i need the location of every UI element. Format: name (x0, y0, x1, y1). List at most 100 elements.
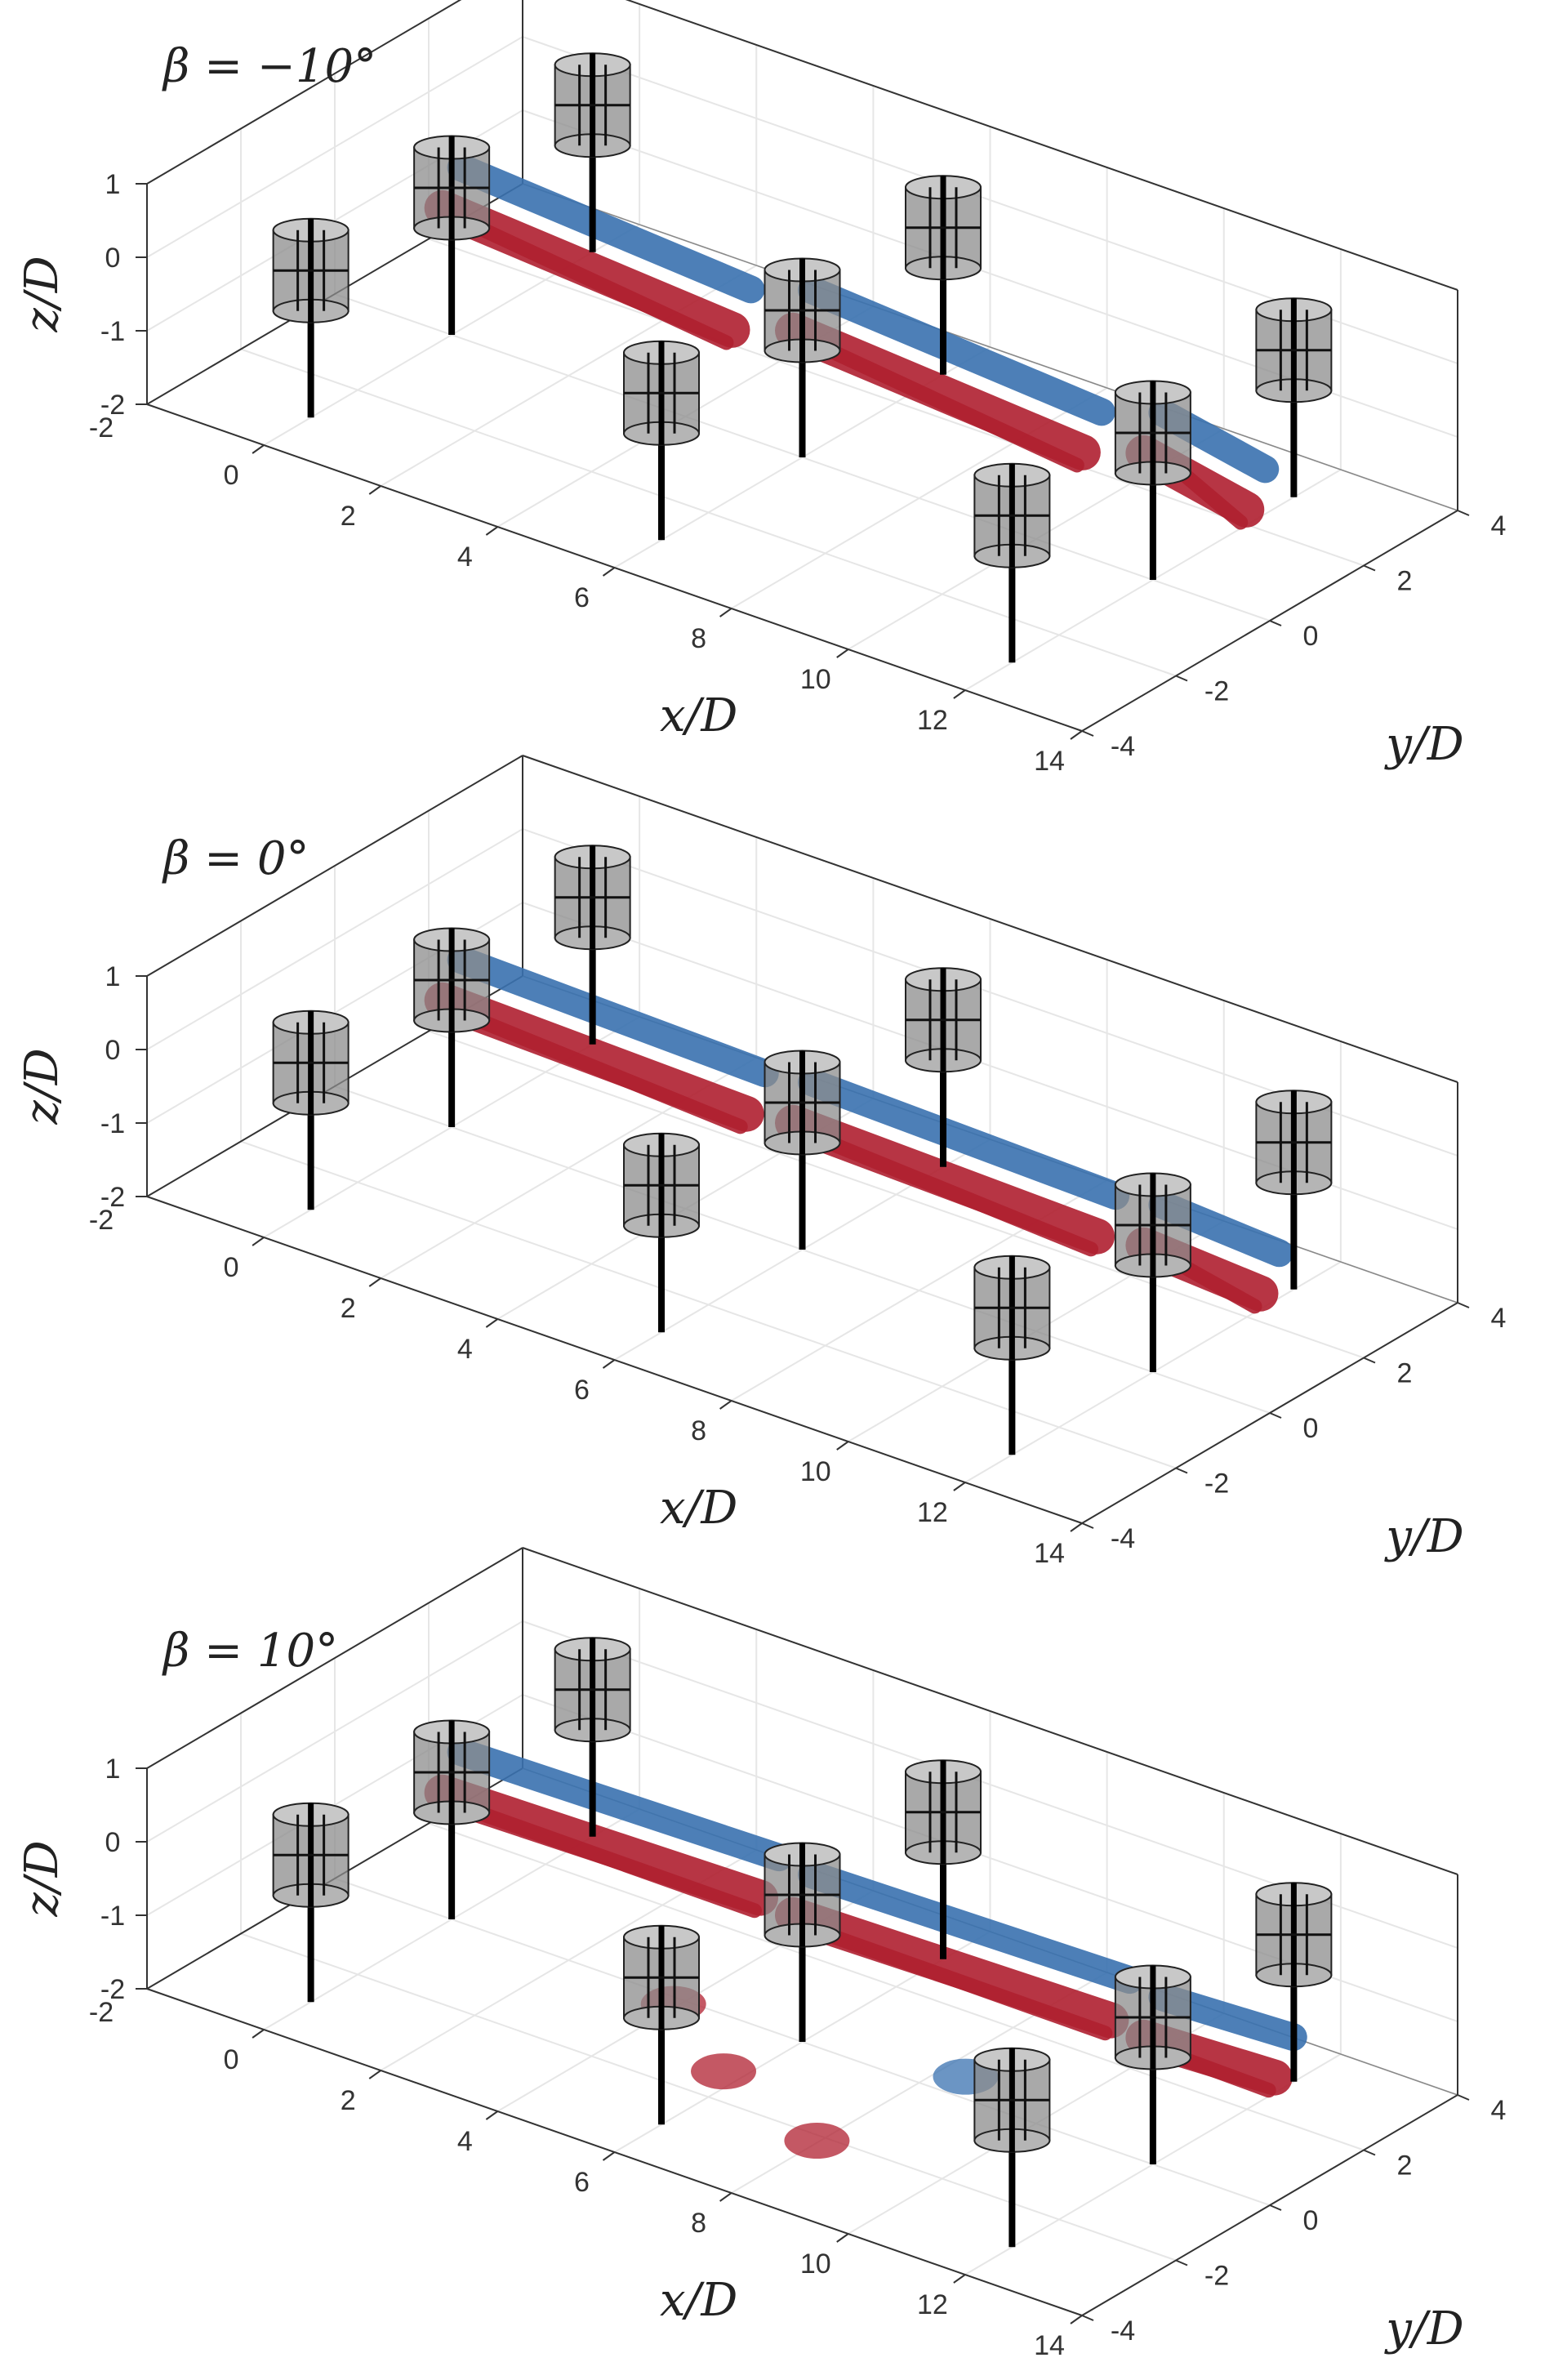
y-tick-label: 0 (1303, 621, 1319, 652)
x-tick-label: 0 (224, 1252, 239, 1283)
vortex-negative (447, 946, 779, 1088)
vortex-positive (1177, 467, 1249, 530)
axis-edge (522, 755, 1458, 1083)
grid-line (146, 1620, 523, 1843)
vortex-negative (447, 154, 765, 304)
y-tick (1175, 1467, 1188, 1474)
grid-line (240, 1932, 1177, 2262)
x-tick-label: 10 (800, 1456, 831, 1487)
turbine-rotor (554, 845, 631, 951)
grid-line (428, 1822, 1365, 2151)
x-tick (953, 689, 966, 699)
axis-edge (625, 0, 1458, 291)
x-tick-label: 6 (574, 582, 590, 613)
y-tick (1269, 620, 1282, 626)
x-tick-label: 12 (917, 705, 948, 736)
x-tick-label: 8 (691, 2208, 706, 2239)
y-axis-label: y/D (1383, 718, 1463, 771)
y-tick (1457, 510, 1470, 516)
z-tick-label: -2 (100, 1974, 125, 2005)
axis-edge (146, 0, 462, 185)
turbine-rotor (973, 462, 1051, 568)
x-tick (368, 485, 381, 495)
x-tick-label: -2 (89, 412, 114, 443)
x-tick (252, 444, 265, 454)
y-tick (1081, 730, 1094, 737)
z-tick-label: 1 (105, 1754, 121, 1785)
x-tick (485, 1318, 498, 1328)
y-tick-label: 2 (1397, 566, 1413, 597)
z-tick-label: -1 (100, 316, 125, 347)
y-axis-label: y/D (1383, 2302, 1463, 2355)
axis-edge (522, 1547, 1458, 1875)
z-axis-label: z/D (16, 1840, 69, 1917)
y-tick (1457, 2094, 1470, 2101)
turbine-rotor (973, 1255, 1051, 1361)
vortex-positive (475, 1014, 748, 1134)
y-tick-label: -4 (1111, 2315, 1135, 2347)
x-tick (485, 2110, 498, 2120)
turbine-rotor (413, 135, 491, 241)
turbine-rotor (272, 1009, 350, 1116)
turbine-rotor (413, 927, 491, 1033)
x-tick (719, 2192, 732, 2202)
x-tick (485, 526, 498, 536)
x-tick (719, 1400, 732, 1410)
x-axis-label: x/D (660, 689, 737, 742)
turbine-rotor (1255, 297, 1333, 403)
z-tick-label: -2 (100, 390, 125, 421)
y-tick (1363, 564, 1376, 572)
x-tick (953, 1482, 966, 1491)
grid-line (240, 348, 1177, 677)
turbine-rotor (272, 217, 350, 323)
turbine-rotor (1114, 380, 1191, 486)
vortex-positive (1177, 1259, 1262, 1314)
vortex-negative (798, 276, 1115, 426)
x-tick (719, 608, 732, 617)
vortex-positive (475, 222, 734, 350)
x-tick (1070, 730, 1083, 740)
x-tick-label: 14 (1034, 1538, 1065, 1569)
turbine-rotor (554, 52, 631, 158)
z-tick-label: 1 (105, 169, 121, 200)
x-tick (836, 648, 849, 658)
x-axis-label: x/D (660, 1482, 737, 1535)
y-tick (1269, 1412, 1282, 1419)
x-tick-label: 2 (341, 1293, 356, 1324)
grid-line (146, 828, 523, 1050)
x-axis-label: x/D (660, 2274, 737, 2327)
y-tick-label: -4 (1111, 1523, 1135, 1554)
grid-line (428, 238, 1365, 567)
panel-title: β = 0° (162, 832, 309, 885)
x-tick-label: 4 (457, 542, 473, 573)
turbine-rotor (973, 2047, 1051, 2153)
grid-line (146, 36, 523, 258)
x-tick (368, 2070, 381, 2079)
turbine-rotor (905, 1759, 982, 1865)
x-tick (602, 567, 616, 577)
x-tick (602, 2151, 616, 2161)
x-tick-label: 6 (574, 2167, 590, 2198)
y-tick-label: 0 (1303, 2205, 1319, 2236)
z-axis-label: z/D (16, 256, 69, 332)
axis-edge (522, 183, 1458, 511)
x-tick (836, 2233, 849, 2243)
vortex-positive (475, 1807, 762, 1919)
y-tick-label: 4 (1491, 510, 1507, 542)
y-tick-label: 4 (1491, 2095, 1507, 2126)
axis-edge (146, 755, 523, 977)
z-tick-label: -1 (100, 1108, 125, 1139)
turbine-rotor (623, 1924, 700, 2030)
x-tick (1070, 1522, 1083, 1532)
z-tick-label: 0 (105, 243, 121, 274)
y-tick (1081, 1522, 1094, 1529)
grid-line (428, 1030, 1365, 1359)
y-tick (1175, 2259, 1188, 2266)
vortex-positive (424, 1774, 778, 1916)
x-tick-label: 10 (800, 2249, 831, 2280)
x-tick-label: 14 (1034, 2330, 1065, 2361)
axis-edge (146, 1547, 523, 1769)
y-tick-label: 4 (1491, 1303, 1507, 1334)
turbine-rotor (1255, 1090, 1333, 1196)
